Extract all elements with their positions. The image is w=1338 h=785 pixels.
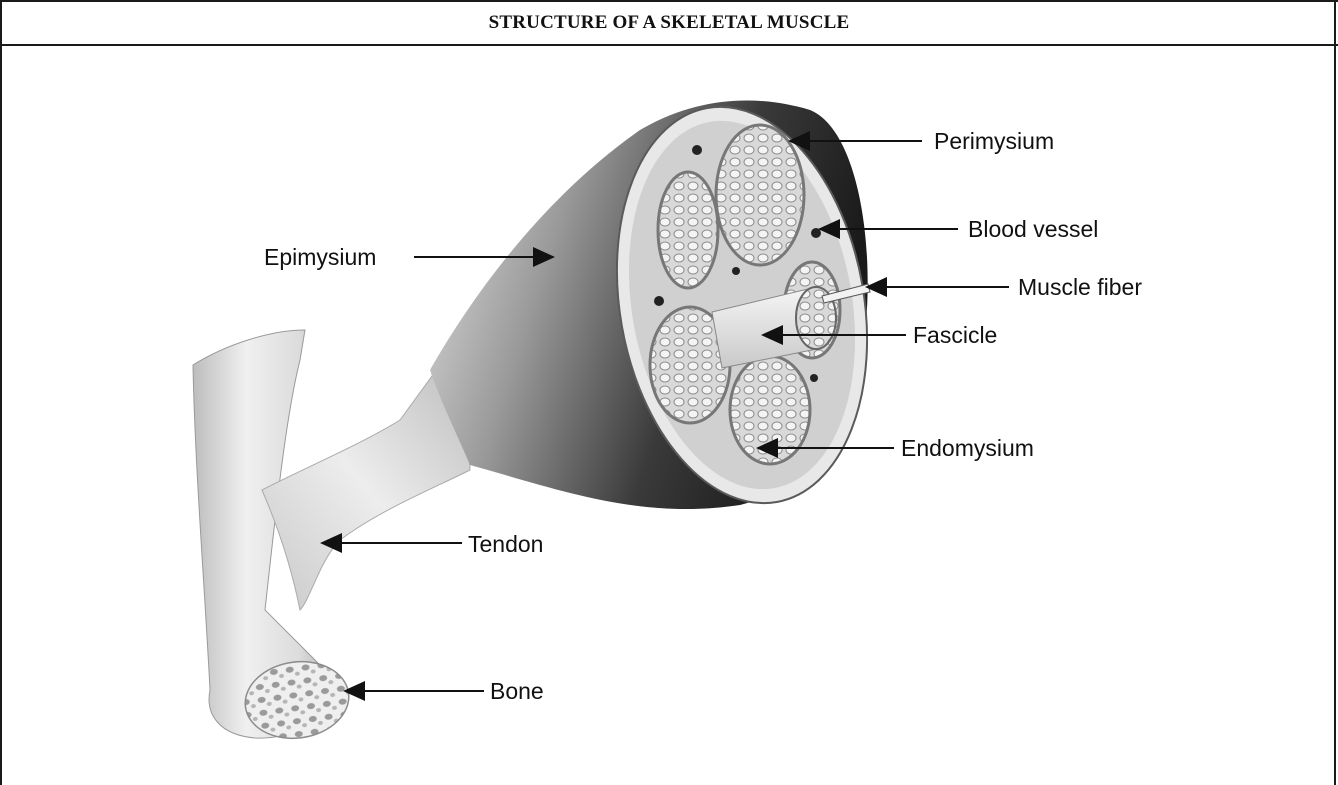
label-fascicle: Fascicle xyxy=(913,322,997,348)
label-endomysium: Endomysium xyxy=(901,435,1034,461)
label-blood-vessel: Blood vessel xyxy=(968,216,1098,242)
label-epimysium: Epimysium xyxy=(264,244,376,270)
label-tendon: Tendon xyxy=(468,531,543,557)
tendon-illustration xyxy=(262,365,470,610)
label-muscle-fiber: Muscle fiber xyxy=(1018,274,1142,300)
label-perimysium: Perimysium xyxy=(934,128,1054,154)
label-bone: Bone xyxy=(490,678,544,704)
